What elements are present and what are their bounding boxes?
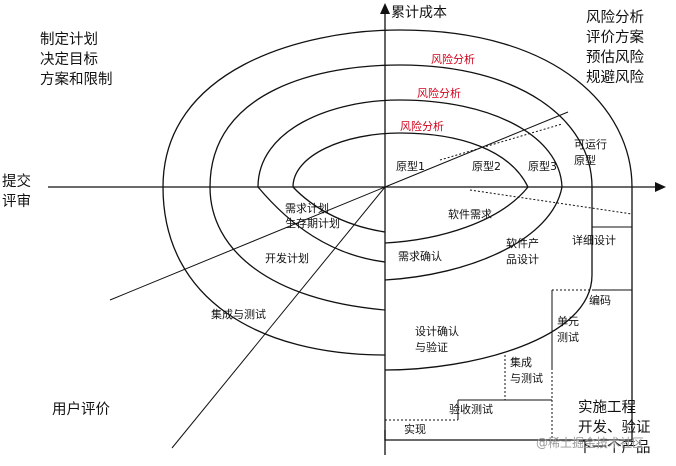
quadrant-br-line-1: 实施工程 (578, 399, 636, 416)
dotted-separators (439, 123, 633, 215)
vertical-axis-title: 累计成本 (391, 5, 447, 21)
risk-analysis-label-2: 风险分析 (417, 86, 461, 100)
spiral-inner-loop (292, 132, 529, 244)
implementation-label: 实现 (404, 422, 426, 436)
axes (48, 3, 666, 455)
integration-test-plan-label: 集成与测试 (211, 307, 266, 321)
quadrant-top-left: 制定计划 决定目标 方案和限制 (40, 31, 113, 88)
quadrant-tl-line-2: 决定目标 (40, 51, 98, 68)
quadrant-tl-line-3: 方案和限制 (40, 70, 113, 88)
vertical-axis-arrow (380, 3, 390, 14)
coding-label: 编码 (589, 293, 611, 307)
spiral-outer-loop (162, 29, 633, 441)
operational-prototype-line-1: 可运行 (574, 138, 607, 151)
requirements-plan-line-2: 生存期计划 (285, 216, 340, 230)
horizontal-axis-arrow (655, 182, 666, 192)
acceptance-test-label: 验收测试 (449, 402, 493, 416)
quadrant-tl-line-1: 制定计划 (40, 31, 98, 48)
integration-testing-line-1: 集成 (510, 355, 532, 369)
requirements-plan-line-1: 需求计划 (285, 202, 329, 215)
watermark-text: @稀土掘金技术社区 (536, 435, 644, 450)
software-requirements-label: 软件需求 (448, 207, 492, 221)
product-design-line-1: 软件产 (506, 236, 539, 250)
prototype-3-label: 原型3 (528, 159, 557, 173)
spiral-second-loop (209, 64, 593, 371)
design-validation-line-2: 与验证 (415, 340, 448, 354)
quadrant-bottom-left: 用户评价 (52, 401, 110, 418)
risk-analysis-labels: 风险分析 风险分析 风险分析 (400, 52, 475, 133)
prototype-2-label: 原型2 (472, 159, 501, 173)
dotted-line-requirements (469, 189, 633, 215)
spiral-third-loop (257, 99, 563, 281)
risk-analysis-label-1: 风险分析 (431, 52, 475, 66)
quadrant-left-line-1: 提交 (2, 172, 31, 190)
dotted-line-prototype (439, 123, 563, 161)
quadrant-br-line-3: 下一个产品 (578, 439, 651, 456)
phase-labels: 软件需求 需求确认 软件产 品设计 详细设计 设计确认 与验证 编码 单元 测试… (398, 207, 616, 436)
prototype-1-label: 原型1 (396, 159, 425, 173)
prototype-labels: 原型1 原型2 原型3 可运行 原型 (396, 138, 607, 173)
detailed-design-label: 详细设计 (572, 233, 616, 247)
risk-analysis-label-3: 风险分析 (400, 119, 444, 133)
radial-line-middle (109, 186, 386, 301)
quadrant-tr-line-3: 预估风险 (586, 49, 644, 66)
radial-line-lower (171, 186, 386, 449)
spiral-loops (162, 29, 633, 441)
plan-labels: 需求计划 生存期计划 开发计划 集成与测试 (211, 202, 340, 321)
quadrant-tr-line-4: 规避风险 (586, 69, 644, 86)
requirements-validation-label: 需求确认 (398, 250, 442, 263)
integration-testing-line-2: 与测试 (510, 372, 543, 385)
quadrant-top-right: 风险分析 评价方案 预估风险 规避风险 (586, 9, 644, 86)
staircase-boxes (385, 226, 632, 440)
quadrant-tr-line-1: 风险分析 (586, 9, 644, 26)
unit-test-line-1: 单元 (557, 315, 579, 328)
unit-test-line-2: 测试 (557, 331, 579, 344)
quadrant-bottom-right: 实施工程 开发、验证 下一个产品 (578, 399, 651, 456)
operational-prototype-line-2: 原型 (574, 153, 596, 167)
development-plan-label: 开发计划 (265, 251, 309, 265)
design-validation-line-1: 设计确认 (415, 325, 459, 338)
quadrant-left-line-2: 评审 (2, 193, 31, 210)
quadrant-tr-line-2: 评价方案 (586, 28, 644, 46)
product-design-line-2: 品设计 (506, 253, 539, 266)
quadrant-br-line-2: 开发、验证 (578, 419, 651, 436)
quadrant-left: 提交 评审 (2, 172, 31, 210)
